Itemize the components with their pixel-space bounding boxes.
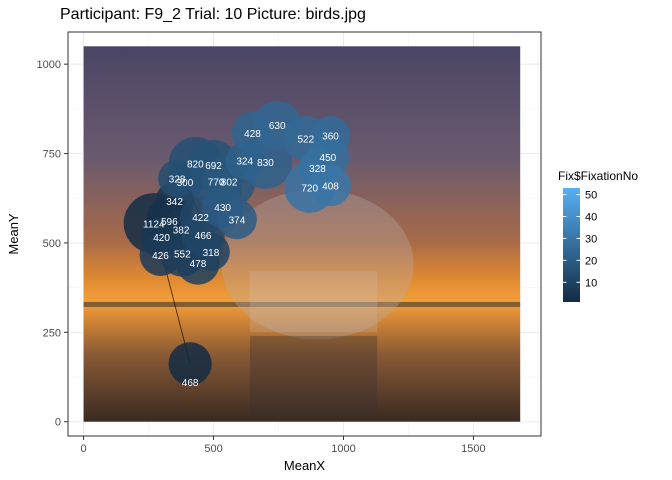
- fixation-duration-label: 630: [269, 121, 286, 132]
- y-axis-title: MeanY: [6, 213, 21, 255]
- y-tick-label: 1000: [37, 59, 61, 71]
- fixation-duration-label: 522: [297, 135, 314, 146]
- y-tick-label: 500: [43, 238, 61, 250]
- y-tick-label: 750: [43, 149, 61, 161]
- fixation-duration-label: 426: [152, 251, 169, 262]
- y-tick-label: 250: [43, 327, 61, 339]
- fixation-duration-label: 552: [174, 250, 191, 261]
- fixation-bubble: [309, 165, 352, 207]
- fixation-duration-label: 318: [203, 248, 220, 259]
- legend-tick-label: 50: [585, 190, 597, 202]
- legend-tick-label: 20: [585, 255, 597, 267]
- legend-ticks: 10 20 30 40 50: [563, 190, 597, 289]
- photo-tree-crown: [221, 189, 414, 340]
- fixation-duration-label: 420: [153, 233, 170, 244]
- fixation-duration-label: 770: [208, 177, 225, 188]
- legend-colorbar: [563, 188, 580, 302]
- fixation-duration-label: 450: [320, 153, 337, 164]
- fixation-duration-label: 478: [190, 259, 207, 270]
- fixation-duration-label: 382: [173, 225, 190, 236]
- fixation-duration-label: 422: [192, 213, 209, 224]
- fixation-points: [123, 100, 352, 386]
- x-tick-label: 0: [81, 443, 87, 455]
- x-tick-label: 500: [204, 443, 222, 455]
- color-legend: Fix$FixationNo 10 20 30 40 50: [558, 169, 638, 302]
- fixation-duration-label: 468: [182, 378, 199, 389]
- x-tick-label: 1500: [461, 443, 485, 455]
- fixation-duration-label: 328: [169, 175, 186, 186]
- fixation-duration-label: 1124: [143, 219, 165, 230]
- legend-tick-label: 40: [585, 212, 597, 224]
- fixation-duration-label: 720: [301, 184, 318, 195]
- legend-tick-label: 30: [585, 233, 597, 245]
- fixation-duration-label: 428: [244, 129, 261, 140]
- fixation-duration-label: 430: [214, 203, 231, 214]
- fixation-duration-label: 692: [205, 161, 222, 172]
- fixation-duration-label: 820: [187, 160, 204, 171]
- x-tick-label: 1000: [331, 443, 355, 455]
- x-axis-title: MeanX: [284, 458, 326, 473]
- axes: 0 500 1000 1500 0 250 500 750 1000: [37, 31, 542, 455]
- photo-horizon: [83, 301, 521, 307]
- legend-title: Fix$FixationNo: [558, 169, 638, 183]
- fixation-duration-label: 300: [177, 178, 194, 189]
- y-tick-label: 0: [55, 417, 61, 429]
- background-photo: [83, 46, 521, 422]
- fixation-bubble: [168, 342, 212, 386]
- fixation-duration-label: 596: [161, 217, 178, 228]
- fixation-duration-label: 328: [309, 164, 326, 175]
- panel-border: [67, 31, 542, 437]
- fixation-duration-label: 324: [236, 157, 253, 168]
- fixation-duration-label: 360: [322, 132, 339, 143]
- chart-title: Participant: F9_2 Trial: 10 Picture: bir…: [60, 6, 366, 23]
- fixation-duration-label: 466: [195, 231, 212, 242]
- fixation-duration-label: 342: [166, 197, 183, 208]
- fixation-bubble: [217, 199, 257, 240]
- legend-tick-label: 10: [585, 277, 597, 289]
- fixation-duration-label: 408: [322, 182, 339, 193]
- fixation-duration-label: 374: [229, 215, 246, 226]
- fixation-duration-label: 830: [257, 158, 274, 169]
- fixation-duration-label: 802: [221, 177, 238, 188]
- photo-reflection: [249, 335, 378, 415]
- photo-tree-trunks: [249, 271, 378, 333]
